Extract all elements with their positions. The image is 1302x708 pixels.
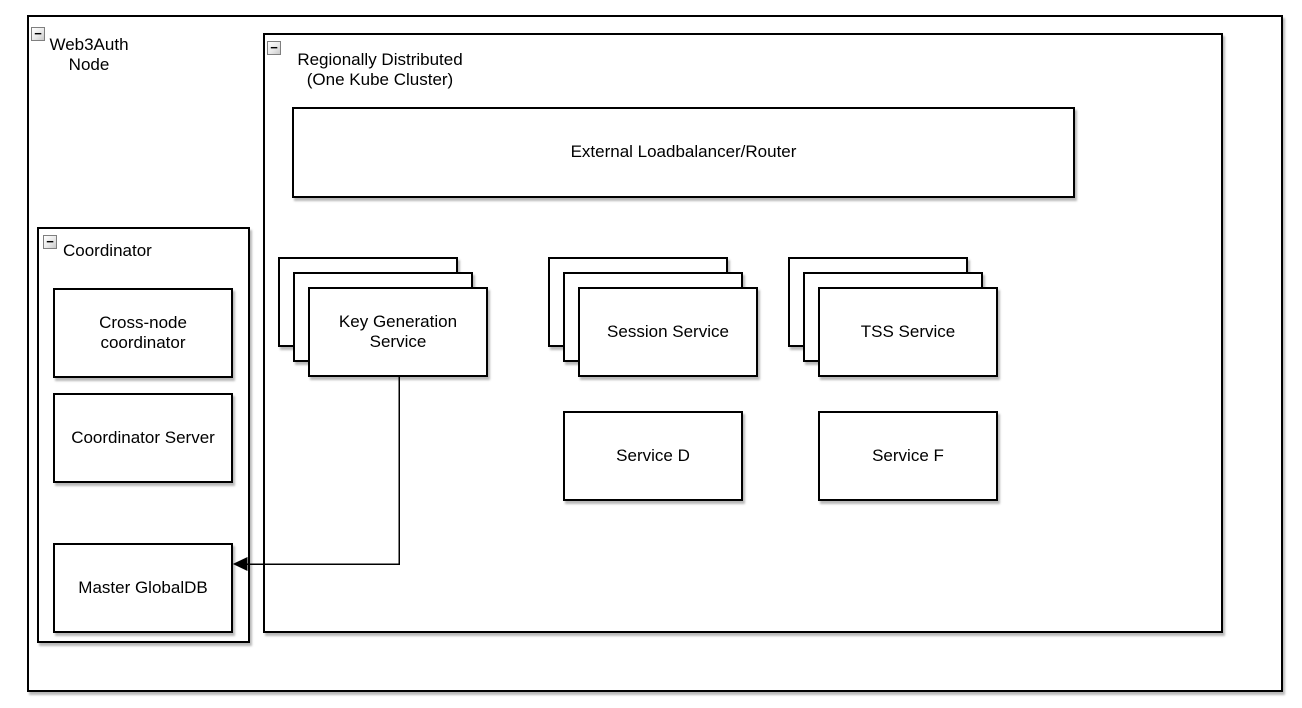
node-coordinator-server[interactable]: Coordinator Server [53,393,233,483]
node-service-d[interactable]: Service D [563,411,743,501]
container-coordinator[interactable]: − Coordinator Cross-node coordinator Coo… [37,227,250,643]
container-regionally-distributed[interactable]: − Regionally Distributed (One Kube Clust… [263,33,1223,633]
container-web3auth-node[interactable]: − Web3Auth Node − Coordinator Cross-node… [27,15,1283,692]
collapse-icon[interactable]: − [267,41,281,55]
collapse-icon[interactable]: − [31,27,45,41]
node-external-loadbalancer[interactable]: External Loadbalancer/Router [292,107,1075,198]
node-service-f[interactable]: Service F [818,411,998,501]
node-cross-node-coordinator[interactable]: Cross-node coordinator [53,288,233,378]
regionally-distributed-label: Regionally Distributed (One Kube Cluster… [297,50,463,90]
node-session-service[interactable]: Session Service [578,287,758,377]
node-tss-service[interactable]: TSS Service [818,287,998,377]
node-key-generation-service[interactable]: Key Generation Service [308,287,488,377]
node-master-globaldb[interactable]: Master GlobalDB [53,543,233,633]
collapse-icon[interactable]: − [43,235,57,249]
coordinator-label: Coordinator [63,241,152,260]
web3auth-node-label: Web3Auth Node [49,35,129,75]
